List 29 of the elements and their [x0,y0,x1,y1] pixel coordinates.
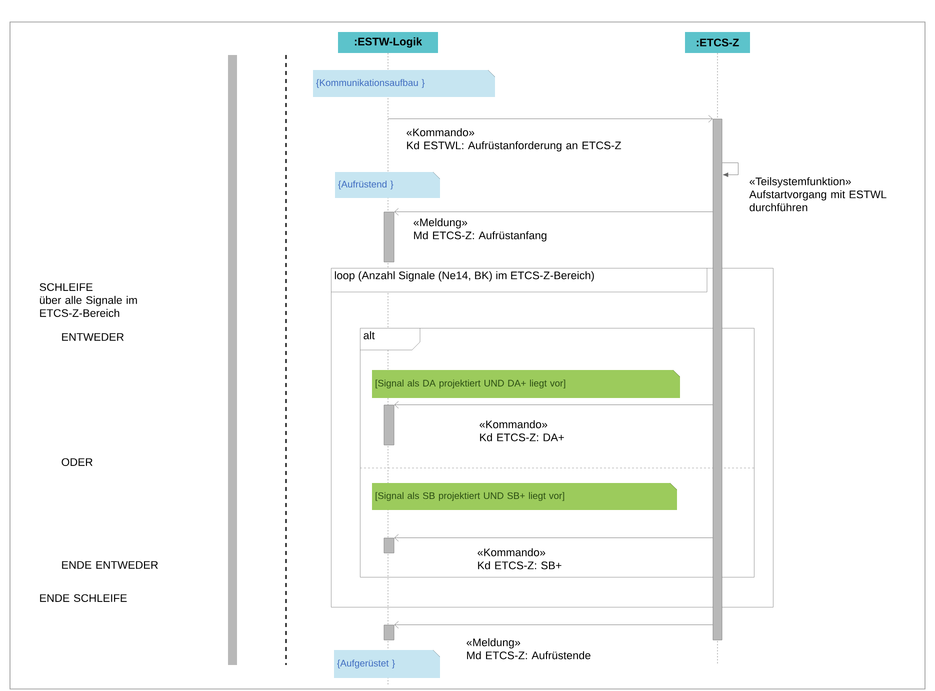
message-arrow [394,534,713,542]
activation-bar [712,118,722,640]
activation-bar [384,624,394,640]
side-note: ODER [62,458,92,466]
state-note: {Aufrüstend } [335,172,440,198]
state-note: {Kommunikationsaufbau } [313,70,496,97]
message-label: «Teilsystemfunktion» Aufstartvorgang mit ESTWL durchführen [749,177,886,212]
message-arrow [394,401,713,408]
message-label: «Kommando» Kd ETCS-Z: SB+ [478,548,562,570]
message-label: «Kommando» Kd ETCS-Z: DA+ [480,420,564,442]
guard-note: [Signal als SB projektiert UND SB+ liegt vor] [372,482,678,510]
activation-bar [384,212,394,262]
state-note: {Aufgerüstet } [334,650,440,678]
message-label: «Meldung» Md ETCS-Z: Aufrüstanfang [414,218,546,242]
side-note: SCHLEIFE über alle Signale im ETCS-Z-Bereich [40,283,137,317]
message-arrow [394,208,713,216]
message-arrow [722,162,738,178]
message-label: «Kommando» Kd ESTWL: Aufrüstanforderung an ETCS-Z [406,128,622,152]
message-arrow [388,115,713,122]
lifeline-header: :ESTW-Logik [338,32,438,53]
side-note: ENDE ENTWEDER [62,561,158,569]
activation-bar [384,404,394,446]
message-label: «Meldung» Md ETCS-Z: Aufrüstende [466,638,590,660]
activation-bar [384,538,394,554]
side-note: ENTWEDER [62,333,124,341]
lifeline-header: :ETCS-Z [685,32,750,53]
message-arrow [394,621,713,628]
guard-note: [Signal als DA projektiert UND DA+ liegt vor] [372,370,680,398]
side-note: ENDE SCHLEIFE [40,594,127,602]
